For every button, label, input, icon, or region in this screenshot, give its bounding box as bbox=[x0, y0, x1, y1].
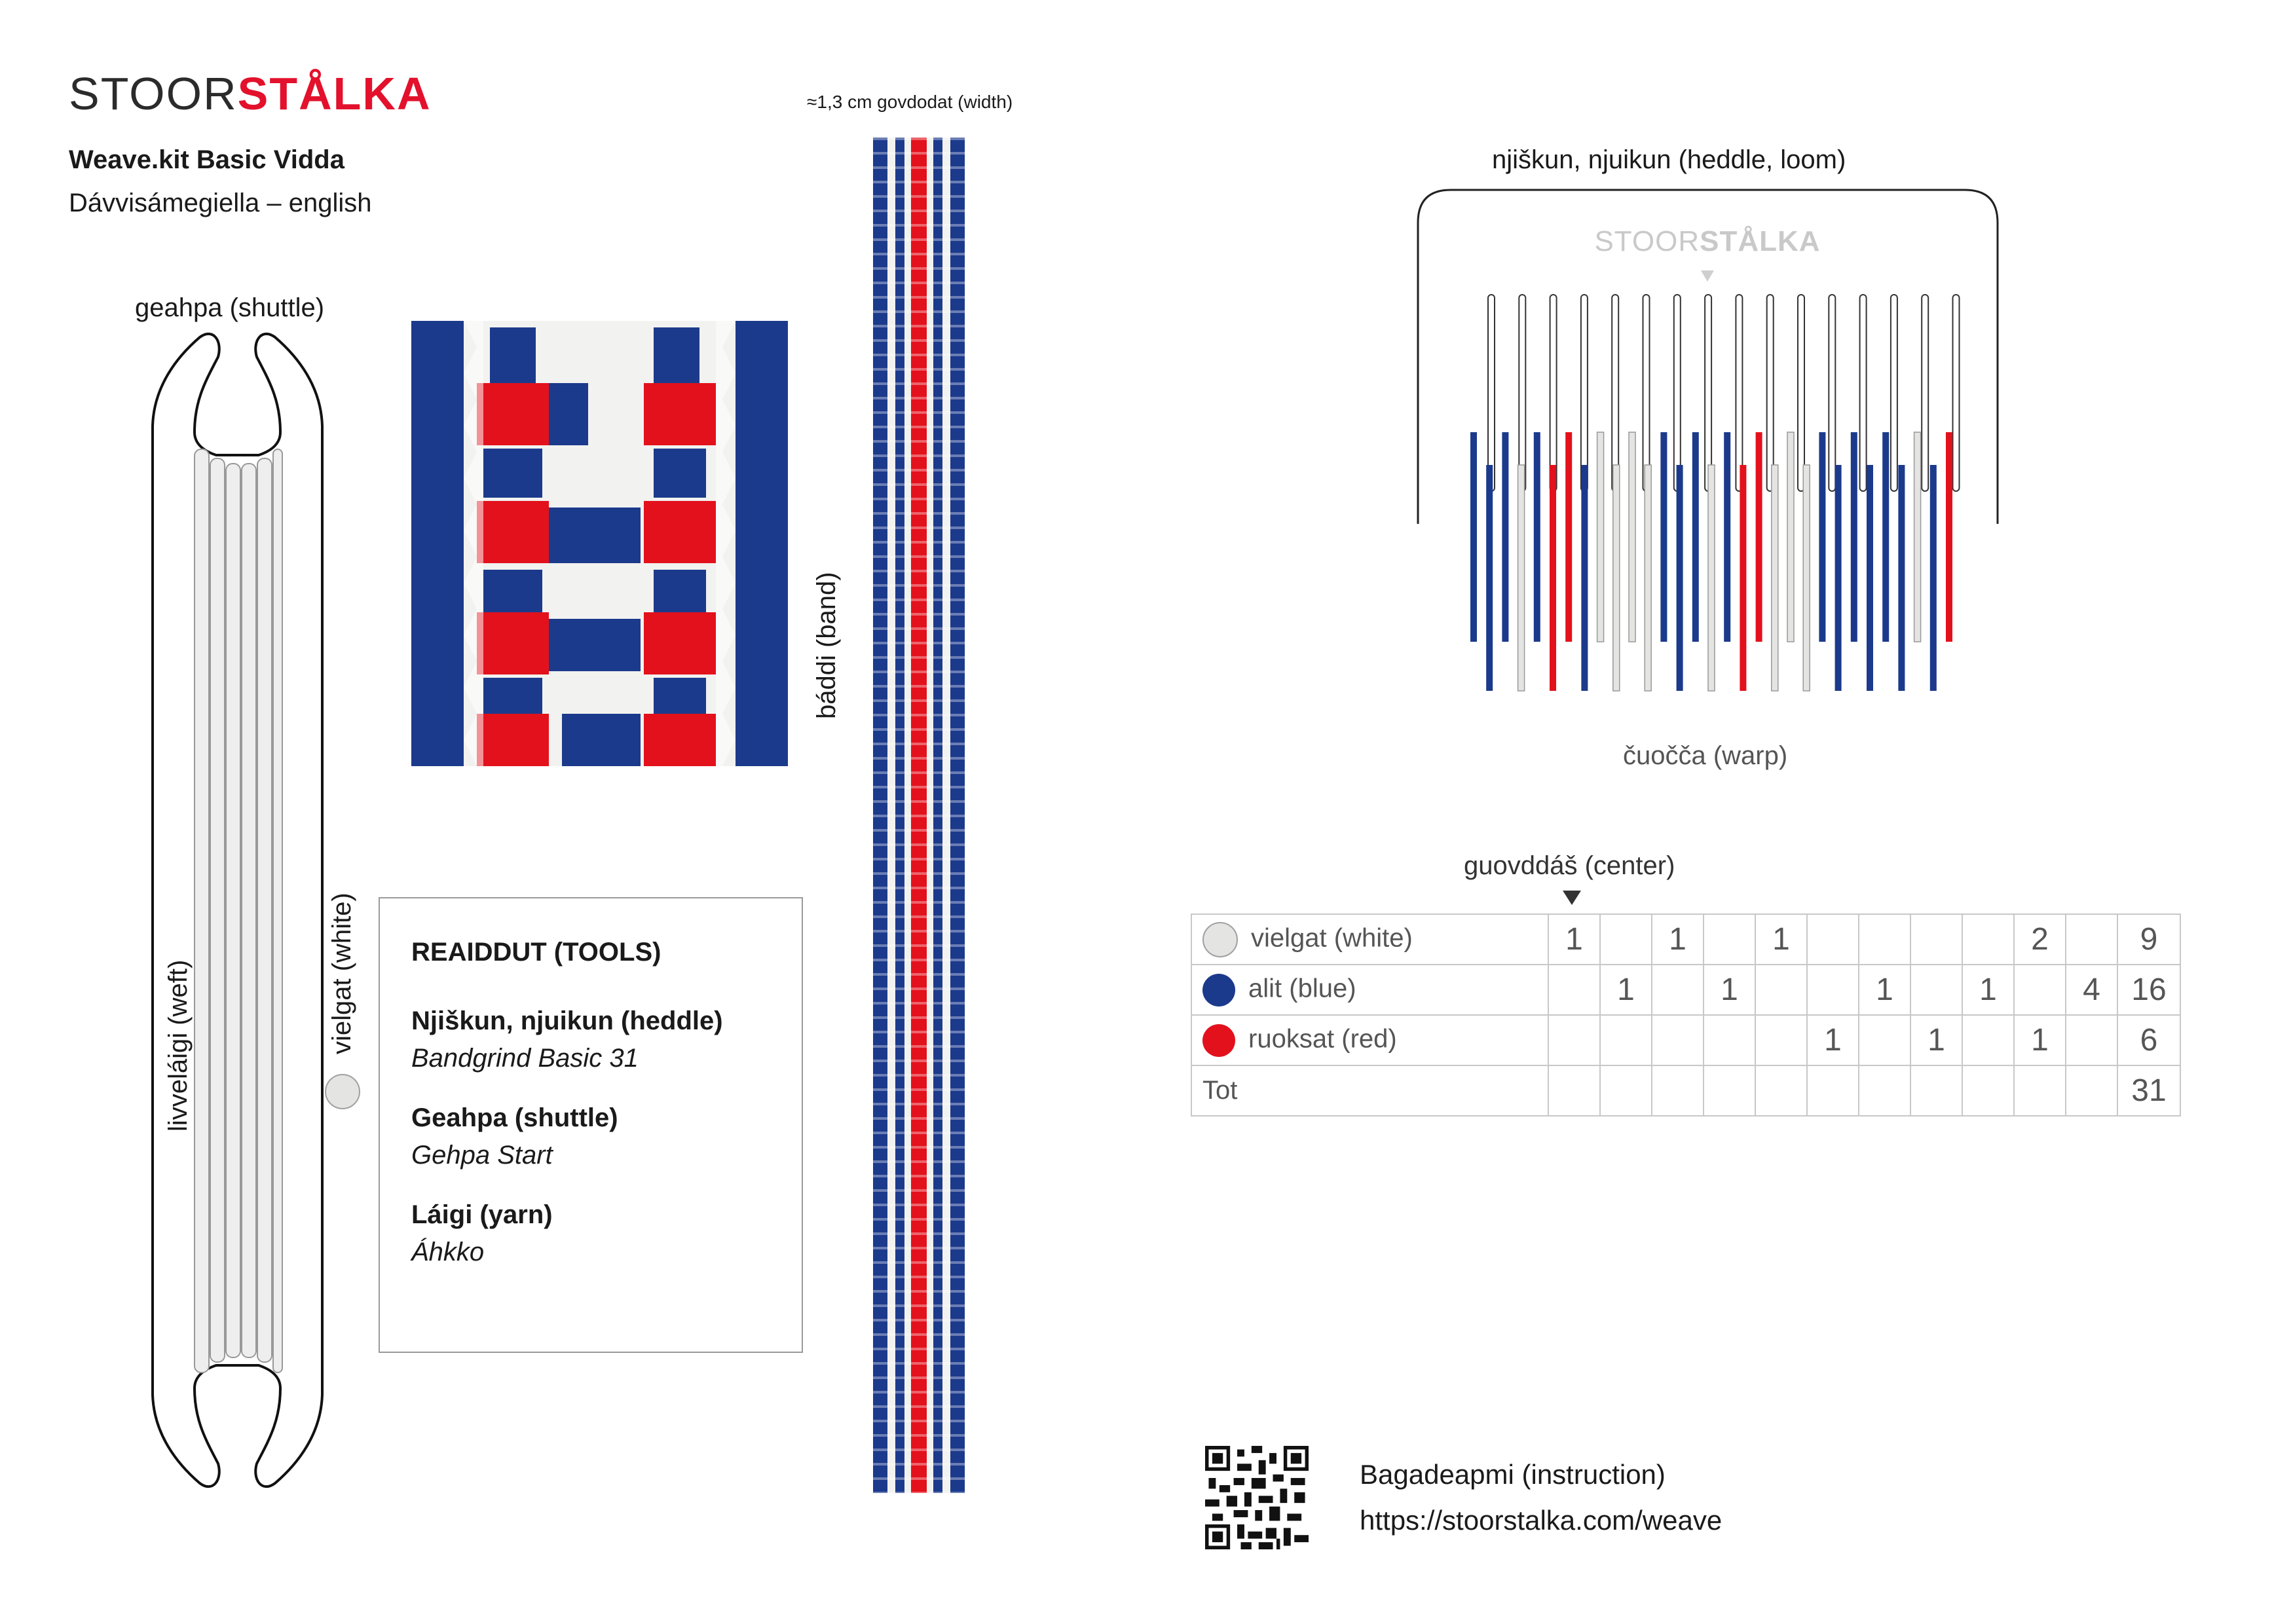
warp-total: 9 bbox=[2117, 913, 2181, 965]
warp-cell bbox=[1806, 1065, 1859, 1116]
warp-total: 6 bbox=[2117, 1014, 2181, 1066]
warp-cell bbox=[2013, 1065, 2066, 1116]
warp-cell bbox=[1651, 1014, 1704, 1066]
warp-cell bbox=[2065, 1065, 2118, 1116]
warp-cell: 1 bbox=[1755, 913, 1808, 965]
warp-row-name: vielgat (white) bbox=[1191, 913, 1549, 965]
band-pattern-closeup bbox=[411, 321, 788, 766]
warp-row: Tot 31 bbox=[1191, 1065, 2181, 1116]
warp-row-name: alit (blue) bbox=[1191, 964, 1549, 1016]
warp-row-label: vielgat (white) bbox=[1251, 923, 1413, 953]
warp-cell bbox=[1806, 964, 1859, 1016]
tools-box: REAIDDUT (TOOLS) Njiškun, njuikun (heddl… bbox=[379, 897, 803, 1353]
shuttle-icon bbox=[151, 332, 324, 1488]
weft-label: livveláigi (weft) bbox=[164, 959, 193, 1132]
color-swatch bbox=[1202, 921, 1238, 957]
warp-cell bbox=[1703, 913, 1756, 965]
shuttle-label: geahpa (shuttle) bbox=[135, 293, 325, 322]
warp-cell: 1 bbox=[2013, 1014, 2066, 1066]
tool-heddle-key: Njiškun, njuikun (heddle) bbox=[411, 1006, 723, 1035]
warp-label: čuočča (warp) bbox=[1623, 741, 1788, 770]
warp-cell bbox=[1703, 1014, 1756, 1066]
warp-cell: 1 bbox=[1806, 1014, 1859, 1066]
warp-total: 31 bbox=[2117, 1065, 2181, 1116]
warp-cell: 4 bbox=[2065, 964, 2118, 1016]
brand-logo: STOORSTÅLKA bbox=[69, 68, 432, 119]
warp-cell: 1 bbox=[1651, 913, 1704, 965]
instruction-link[interactable]: https://stoorstalka.com/weave bbox=[1360, 1505, 1723, 1536]
tool-shuttle-key: Geahpa (shuttle) bbox=[411, 1103, 618, 1132]
warp-cell bbox=[1651, 1065, 1704, 1116]
tool-yarn-key: Láigi (yarn) bbox=[411, 1200, 553, 1229]
white-yarn-label: vielgat (white) bbox=[327, 893, 356, 1054]
warp-cell bbox=[1962, 1065, 2015, 1116]
warp-cell bbox=[1910, 964, 1963, 1016]
warp-row-name: ruoksat (red) bbox=[1191, 1014, 1549, 1066]
band-label: báddi (band) bbox=[812, 572, 841, 719]
warp-cell bbox=[1755, 1014, 1808, 1066]
warp-cell bbox=[1755, 964, 1808, 1016]
warp-cell: 1 bbox=[1858, 964, 1911, 1016]
warp-cell: 1 bbox=[1599, 964, 1652, 1016]
warp-cell bbox=[1703, 1065, 1756, 1116]
warp-cell: 1 bbox=[1910, 1014, 1963, 1066]
color-swatch bbox=[1202, 1024, 1235, 1057]
warp-total: 16 bbox=[2117, 964, 2181, 1016]
warp-cell bbox=[1548, 1065, 1601, 1116]
qr-code-icon[interactable] bbox=[1205, 1446, 1309, 1549]
warp-cell bbox=[1599, 1065, 1652, 1116]
tools-heading: REAIDDUT (TOOLS) bbox=[411, 938, 661, 967]
white-yarn-swatch bbox=[325, 1074, 360, 1109]
warp-cell bbox=[1599, 1014, 1652, 1066]
warp-cell bbox=[1651, 964, 1704, 1016]
color-swatch bbox=[1202, 973, 1235, 1006]
warp-row-label: alit (blue) bbox=[1248, 974, 1356, 1003]
warp-cell bbox=[1858, 1065, 1911, 1116]
heddle-icon: STOORSTÅLKA bbox=[1417, 189, 1999, 692]
warp-cell: 2 bbox=[2013, 913, 2066, 965]
warp-cell bbox=[2065, 1014, 2118, 1066]
warp-cell bbox=[2013, 964, 2066, 1016]
warp-cell: 1 bbox=[1548, 913, 1601, 965]
warp-row-label: ruoksat (red) bbox=[1248, 1024, 1397, 1054]
warp-cell bbox=[1755, 1065, 1808, 1116]
warp-cell bbox=[1599, 913, 1652, 965]
warp-row-label: Tot bbox=[1202, 1076, 1238, 1105]
warp-cell bbox=[1962, 913, 2015, 965]
warp-cell bbox=[1858, 913, 1911, 965]
tool-heddle-value: Bandgrind Basic 31 bbox=[411, 1044, 639, 1073]
tool-shuttle-value: Gehpa Start bbox=[411, 1141, 553, 1170]
warp-cell bbox=[1962, 1014, 2015, 1066]
warp-cell bbox=[1910, 913, 1963, 965]
center-label: guovddáš (center) bbox=[1464, 851, 1675, 880]
warp-cell bbox=[2065, 913, 2118, 965]
instruction-label: Bagadeapmi (instruction) bbox=[1360, 1459, 1666, 1490]
kit-subtitle: Dávvisámegiella – english bbox=[69, 189, 372, 217]
heddle-loom-label: njiškun, njuikun (heddle, loom) bbox=[1492, 145, 1846, 174]
kit-title: Weave.kit Basic Vidda bbox=[69, 145, 345, 174]
width-label: ≈1,3 cm govdodat (width) bbox=[807, 92, 1013, 112]
warp-row-name: Tot bbox=[1191, 1065, 1549, 1116]
warp-cell: 1 bbox=[1703, 964, 1756, 1016]
tool-yarn-value: Áhkko bbox=[411, 1238, 485, 1266]
svg-text:STOORSTÅLKA: STOORSTÅLKA bbox=[1594, 225, 1820, 257]
band-strip bbox=[873, 138, 965, 1493]
warp-cell bbox=[1806, 913, 1859, 965]
triangle-down-icon bbox=[1563, 891, 1581, 905]
warp-cell bbox=[1858, 1014, 1911, 1066]
warp-cell bbox=[1910, 1065, 1963, 1116]
warp-cell bbox=[1548, 964, 1601, 1016]
warp-cell bbox=[1548, 1014, 1601, 1066]
warp-cell: 1 bbox=[1962, 964, 2015, 1016]
